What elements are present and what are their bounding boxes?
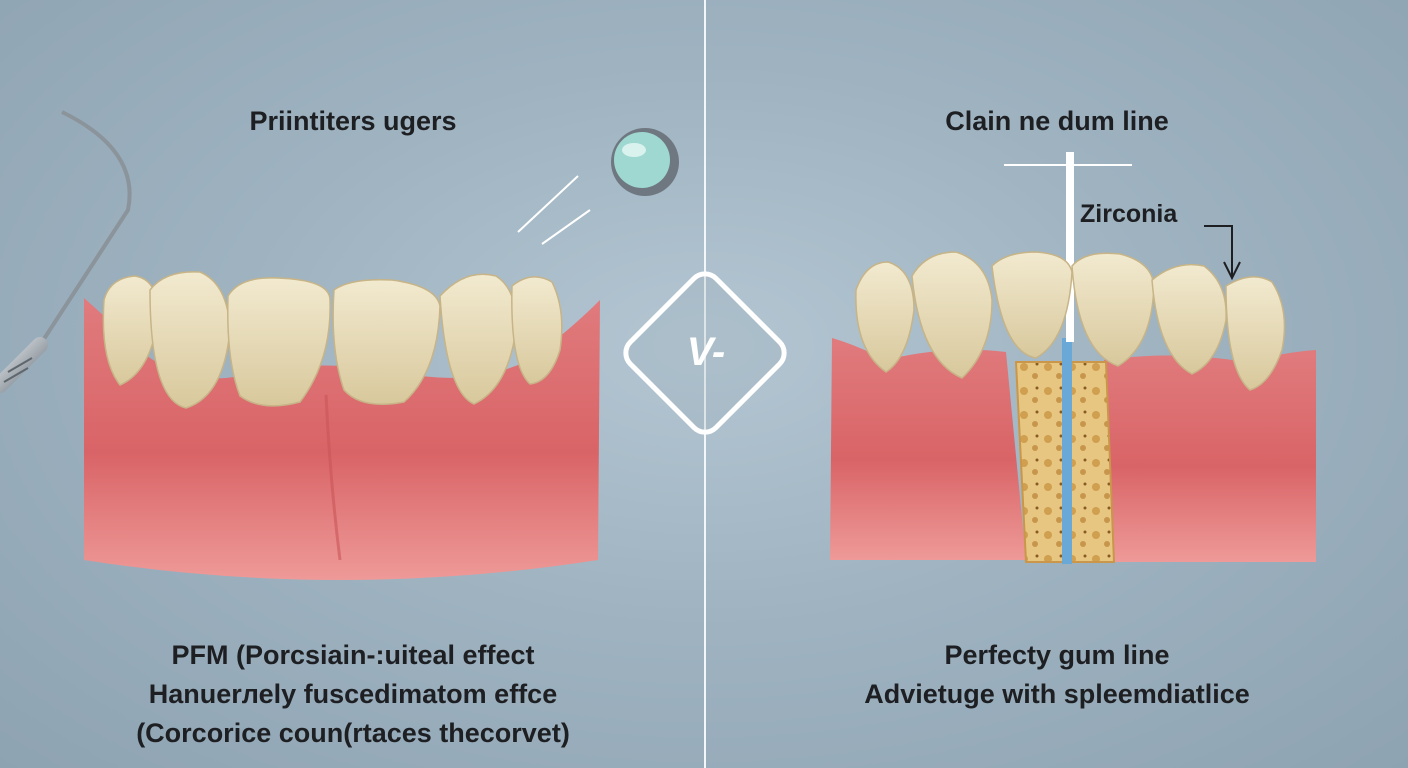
left-heading: Priintiters ugers (249, 106, 457, 136)
right-caption-line-2: Advietuge with spleemdiatlice (864, 679, 1250, 709)
left-caption-line-2: Hanuerлеly fuscedimatom effce (148, 679, 558, 709)
gum-line-marker (1004, 152, 1132, 342)
dental-mirror-icon (517, 128, 679, 245)
right-heading: Clain ne dum line (945, 106, 1169, 136)
left-teeth (102, 271, 563, 409)
right-caption: Perfecty gum line Advietuge with spleemd… (706, 636, 1408, 714)
left-caption: PFM (Porcsiain-:uiteal effect Hanuerлеly… (0, 636, 706, 753)
left-illustration (0, 110, 679, 580)
left-caption-line-1: PFM (Porcsiain-:uiteal effect (171, 640, 535, 670)
zirconia-label: Zirconia (1080, 200, 1178, 228)
right-teeth (855, 251, 1286, 391)
right-panel: Clain ne dum line Zirconia Perfecty gum … (706, 0, 1408, 768)
right-gum (830, 338, 1316, 562)
bone-section (1014, 338, 1116, 564)
center-divider (704, 0, 706, 768)
left-caption-line-3: (Corcorice coun(rtaces thecorvet) (136, 718, 570, 748)
right-caption-line-1: Perfecty gum line (944, 640, 1170, 670)
dental-explorer-icon (0, 110, 132, 393)
vs-label: V- (686, 330, 726, 374)
left-gum (84, 298, 600, 580)
down-arrow-icon (1204, 225, 1241, 281)
right-illustration (830, 152, 1316, 564)
left-panel: Priintiters ugers PFM (Porcsiain-:uiteal… (0, 106, 706, 753)
